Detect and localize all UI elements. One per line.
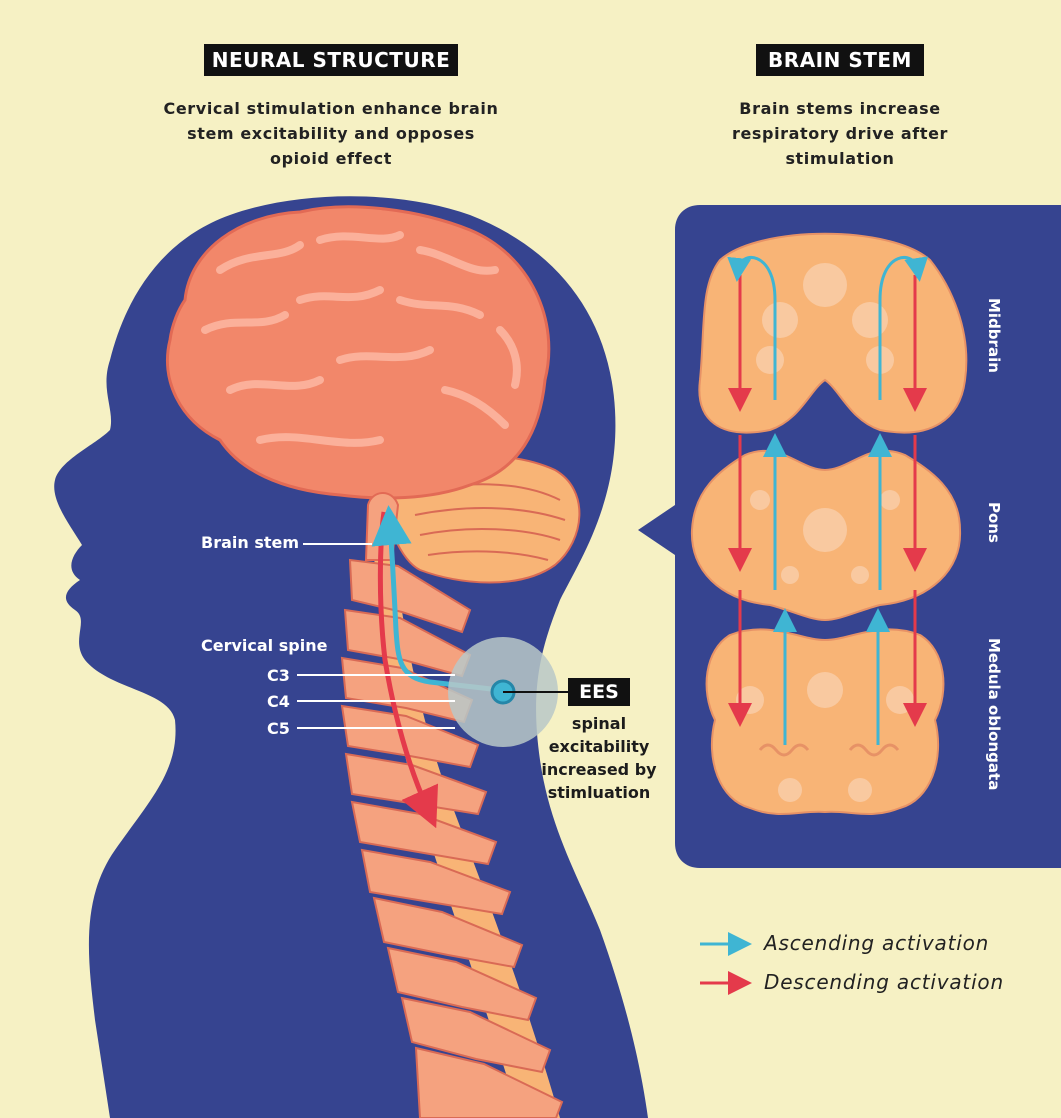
midbrain-label: Midbrain	[985, 298, 1003, 373]
brain-stem-heading: BRAIN STEM	[756, 44, 924, 76]
ees-description: spinal excitability increased by stimlua…	[528, 712, 670, 804]
ees-label: EES	[568, 678, 630, 706]
c5-label: C5	[267, 719, 290, 739]
brain-stem-label: Brain stem	[201, 533, 299, 553]
legend-descending-label: Descending activation	[764, 970, 1004, 994]
pons-label: Pons	[985, 502, 1003, 543]
legend-ascending-label: Ascending activation	[764, 931, 989, 955]
brain-stem-subtitle: Brain stems increase respiratory drive a…	[712, 96, 968, 171]
neural-structure-subtitle: Cervical stimulation enhance brain stem …	[158, 96, 504, 171]
c4-label: C4	[267, 692, 290, 712]
c3-label: C3	[267, 666, 290, 686]
neural-structure-heading: NEURAL STRUCTURE	[204, 44, 458, 76]
cervical-spine-label: Cervical spine	[201, 636, 327, 656]
medulla-section	[707, 629, 944, 814]
pons-section	[692, 451, 960, 620]
medulla-oblongata-label: Medula oblongata	[985, 638, 1003, 790]
